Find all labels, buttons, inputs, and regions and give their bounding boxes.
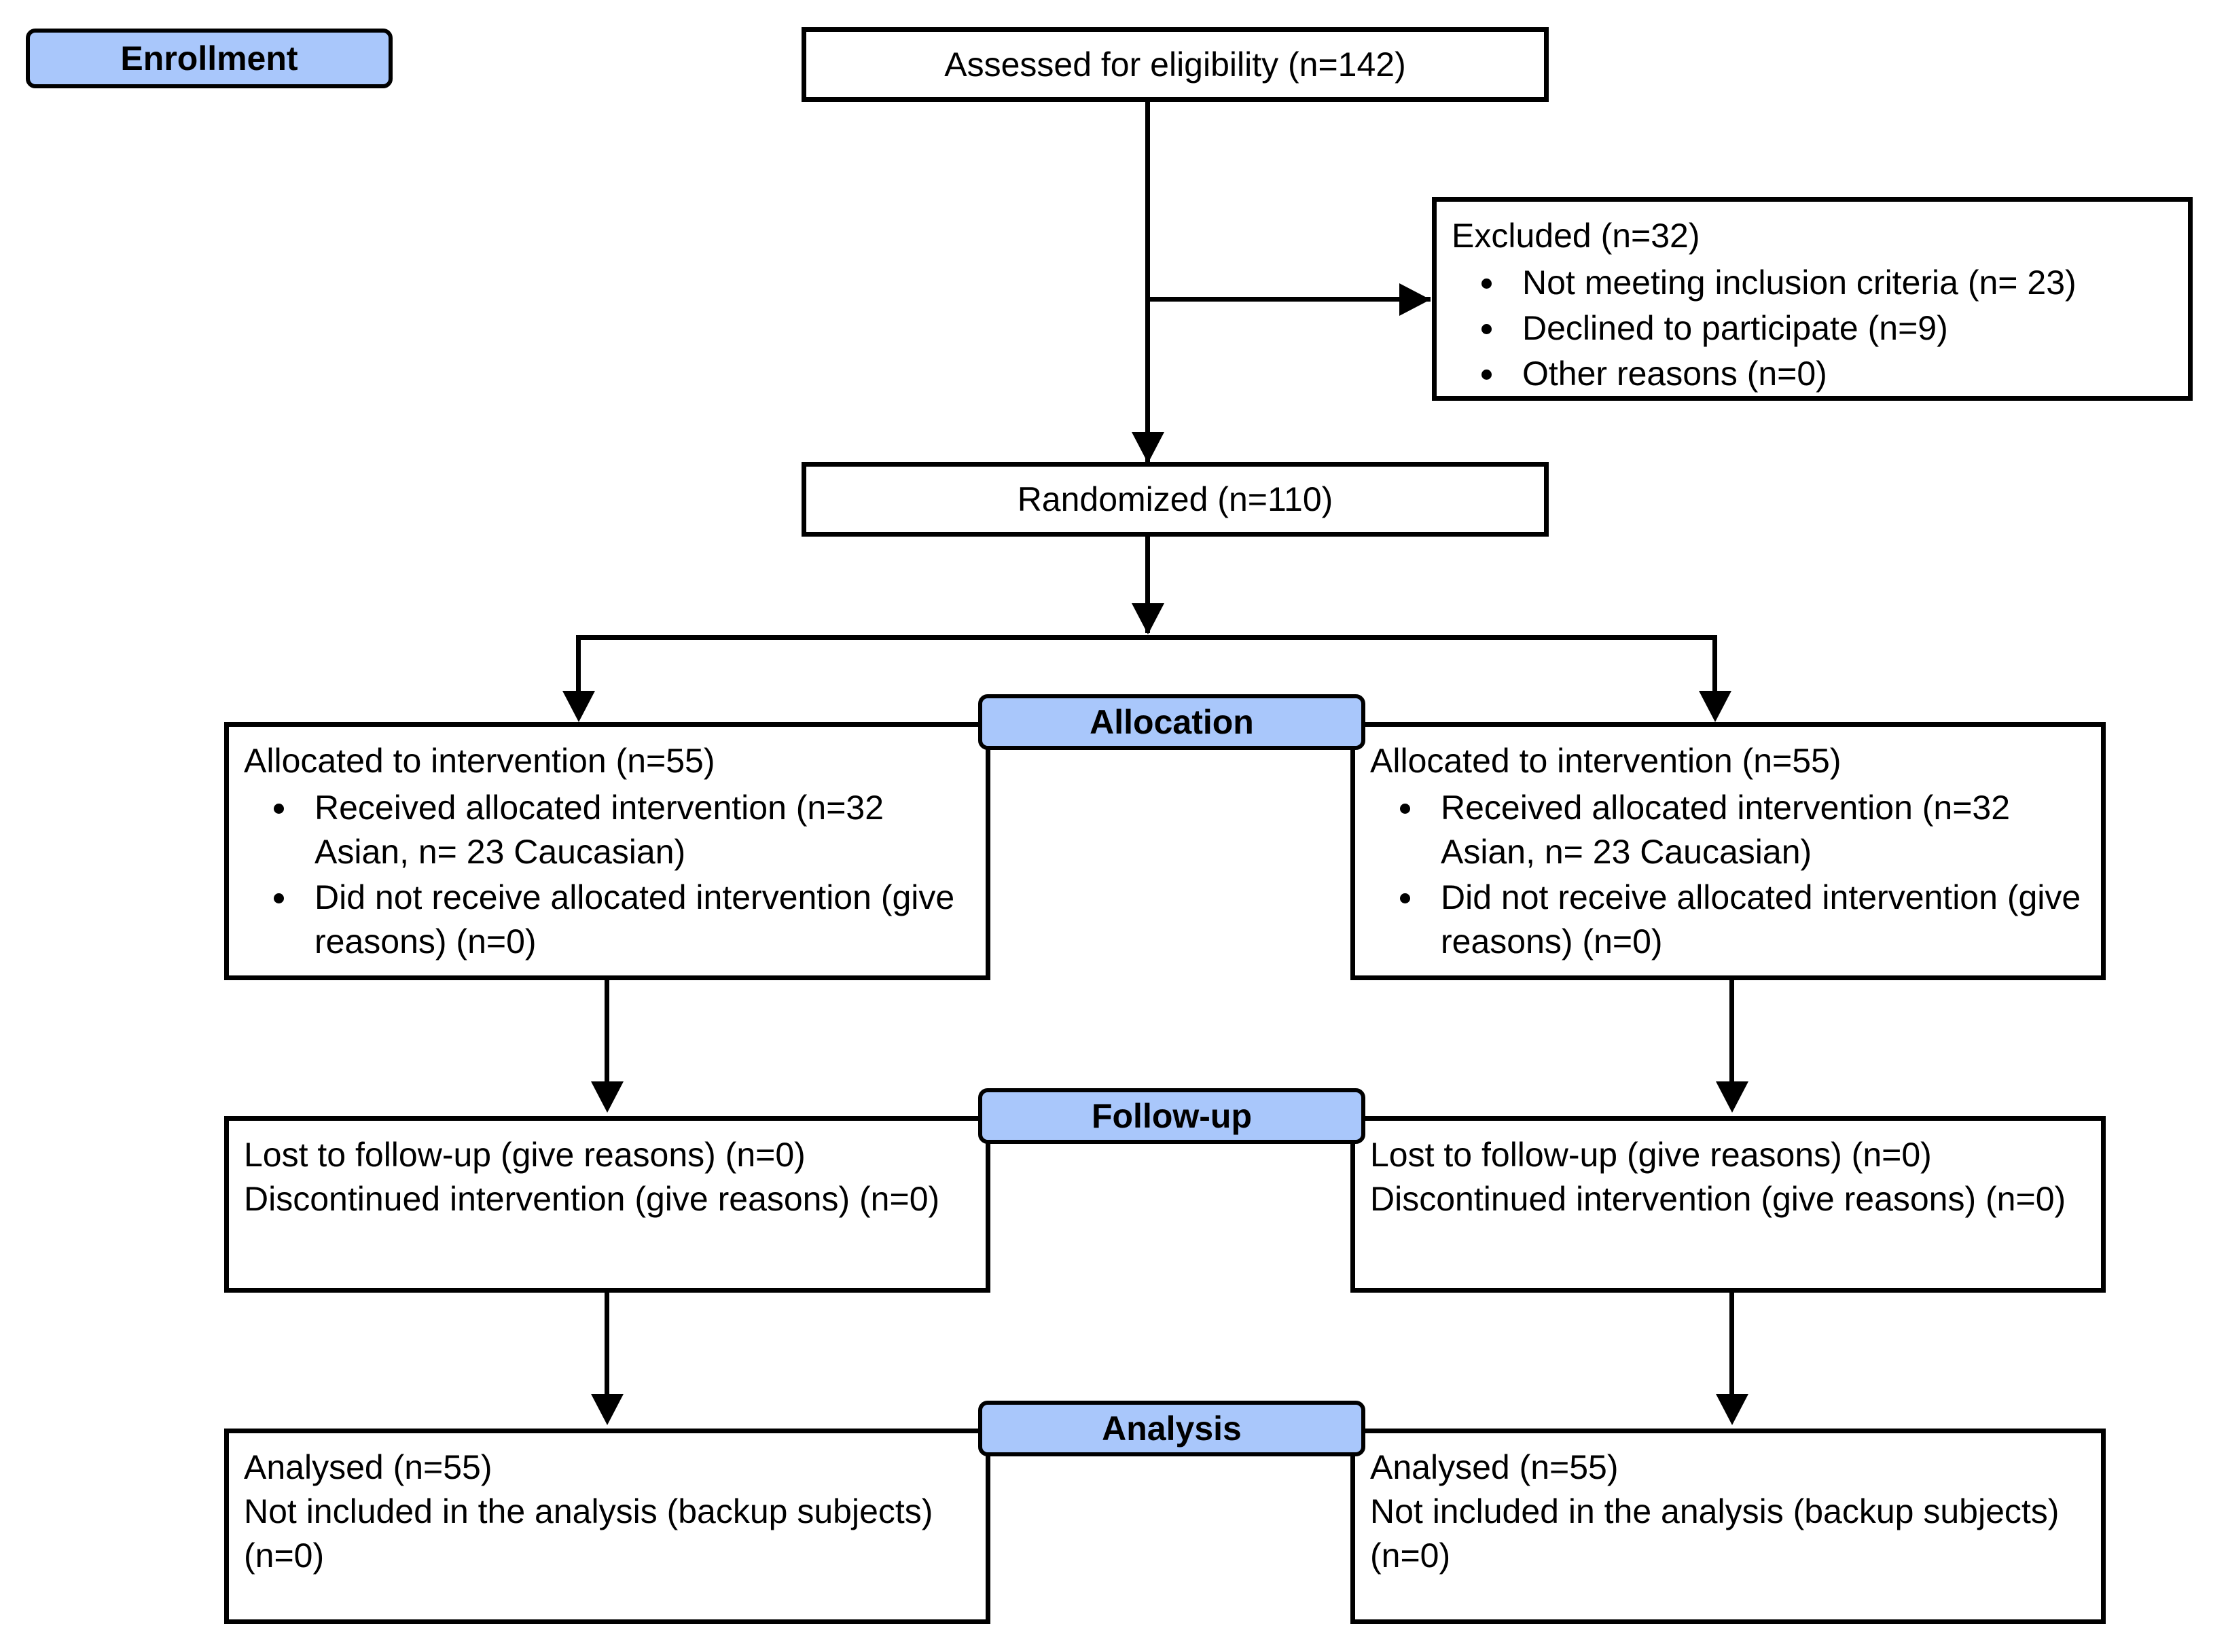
bullet-dot-icon — [274, 893, 284, 903]
node-allocated-right: Allocated to intervention (n=55) Receive… — [1350, 722, 2106, 980]
stage-badge-analysis: Analysis — [978, 1401, 1365, 1456]
allocated-right-bullet-list: Received allocated intervention (n=32 As… — [1370, 786, 2086, 964]
excluded-bullet-text: Not meeting inclusion criteria (n= 23) — [1522, 264, 2077, 302]
connector-allocated-right-to-followup — [1729, 980, 1734, 1089]
stage-label-allocation: Allocation — [1090, 703, 1254, 741]
connector-to-excluded — [1145, 297, 1431, 302]
bullet-dot-icon — [1400, 804, 1410, 814]
allocated-left-lead: Allocated to intervention (n=55) — [244, 742, 715, 780]
arrowhead-into-excluded — [1399, 283, 1431, 316]
connector-assessed-to-randomized — [1145, 102, 1150, 462]
arrowhead-into-randomized — [1132, 432, 1164, 463]
excluded-lead: Excluded (n=32) — [1452, 217, 1700, 255]
stage-label-analysis: Analysis — [1102, 1409, 1242, 1448]
node-excluded: Excluded (n=32) Not meeting inclusion cr… — [1432, 197, 2193, 401]
node-followup-left: Lost to follow-up (give reasons) (n=0) D… — [224, 1116, 990, 1293]
arrowhead-into-analysis-left — [591, 1394, 624, 1425]
stage-badge-enrollment: Enrollment — [26, 29, 393, 88]
bullet-dot-icon — [274, 804, 284, 814]
connector-randomized-down — [1145, 537, 1150, 633]
stage-label-enrollment: Enrollment — [120, 39, 298, 77]
arrowhead-into-analysis-right — [1716, 1394, 1748, 1425]
stage-label-followup: Follow-up — [1091, 1097, 1253, 1135]
allocated-left-bullet-text: Did not receive allocated intervention (… — [315, 878, 955, 960]
arrowhead-into-allocated-right — [1699, 691, 1731, 722]
analysis-left-line1: Analysed (n=55) — [244, 1448, 492, 1486]
list-item: Received allocated intervention (n=32 As… — [244, 786, 971, 874]
allocated-right-bullet-text: Did not receive allocated intervention (… — [1441, 878, 2081, 960]
connector-followup-right-to-analysis — [1729, 1293, 1734, 1401]
arrowhead-split-center — [1132, 603, 1164, 634]
bullet-dot-icon — [1481, 324, 1492, 334]
connector-followup-left-to-analysis — [605, 1293, 609, 1401]
followup-left-line2: Discontinued intervention (give reasons)… — [244, 1180, 940, 1218]
list-item: Not meeting inclusion criteria (n= 23) — [1452, 261, 2173, 305]
connector-split-bar — [576, 635, 1717, 640]
analysis-right-line1: Analysed (n=55) — [1370, 1448, 1619, 1486]
connector-allocated-left-to-followup — [605, 980, 609, 1089]
arrowhead-into-followup-right — [1716, 1081, 1748, 1113]
list-item: Declined to participate (n=9) — [1452, 306, 2173, 351]
randomized-text: Randomized (n=110) — [1017, 480, 1333, 518]
bullet-dot-icon — [1481, 370, 1492, 380]
bullet-dot-icon — [1400, 893, 1410, 903]
stage-badge-allocation: Allocation — [978, 694, 1365, 750]
stage-badge-followup: Follow-up — [978, 1088, 1365, 1144]
followup-left-line1: Lost to follow-up (give reasons) (n=0) — [244, 1136, 806, 1174]
allocated-left-bullet-list: Received allocated intervention (n=32 As… — [244, 786, 971, 964]
node-allocated-left: Allocated to intervention (n=55) Receive… — [224, 722, 990, 980]
node-assessed-for-eligibility: Assessed for eligibility (n=142) — [802, 27, 1549, 102]
node-analysis-right: Analysed (n=55) Not included in the anal… — [1350, 1429, 2106, 1624]
assessed-text: Assessed for eligibility (n=142) — [944, 45, 1406, 84]
arrowhead-into-followup-left — [591, 1081, 624, 1113]
allocated-right-bullet-text: Received allocated intervention (n=32 As… — [1441, 789, 2011, 871]
arrowhead-into-allocated-left — [562, 691, 595, 722]
followup-right-line2: Discontinued intervention (give reasons)… — [1370, 1180, 2066, 1218]
analysis-left-line2: Not included in the analysis (backup sub… — [244, 1492, 933, 1575]
list-item: Did not receive allocated intervention (… — [244, 876, 971, 964]
node-analysis-left: Analysed (n=55) Not included in the anal… — [224, 1429, 990, 1624]
bullet-dot-icon — [1481, 279, 1492, 289]
node-followup-right: Lost to follow-up (give reasons) (n=0) D… — [1350, 1116, 2106, 1293]
excluded-bullet-list: Not meeting inclusion criteria (n= 23) D… — [1452, 261, 2173, 396]
allocated-left-bullet-text: Received allocated intervention (n=32 As… — [315, 789, 884, 871]
followup-right-line1: Lost to follow-up (give reasons) (n=0) — [1370, 1136, 1932, 1174]
analysis-right-line2: Not included in the analysis (backup sub… — [1370, 1492, 2060, 1575]
connector-split-right — [1712, 635, 1717, 698]
excluded-bullet-text: Other reasons (n=0) — [1522, 355, 1827, 393]
list-item: Received allocated intervention (n=32 As… — [1370, 786, 2086, 874]
list-item: Did not receive allocated intervention (… — [1370, 876, 2086, 964]
list-item: Other reasons (n=0) — [1452, 352, 2173, 396]
allocated-right-lead: Allocated to intervention (n=55) — [1370, 742, 1841, 780]
connector-split-left — [576, 635, 581, 698]
node-randomized: Randomized (n=110) — [802, 462, 1549, 537]
excluded-bullet-text: Declined to participate (n=9) — [1522, 309, 1948, 347]
